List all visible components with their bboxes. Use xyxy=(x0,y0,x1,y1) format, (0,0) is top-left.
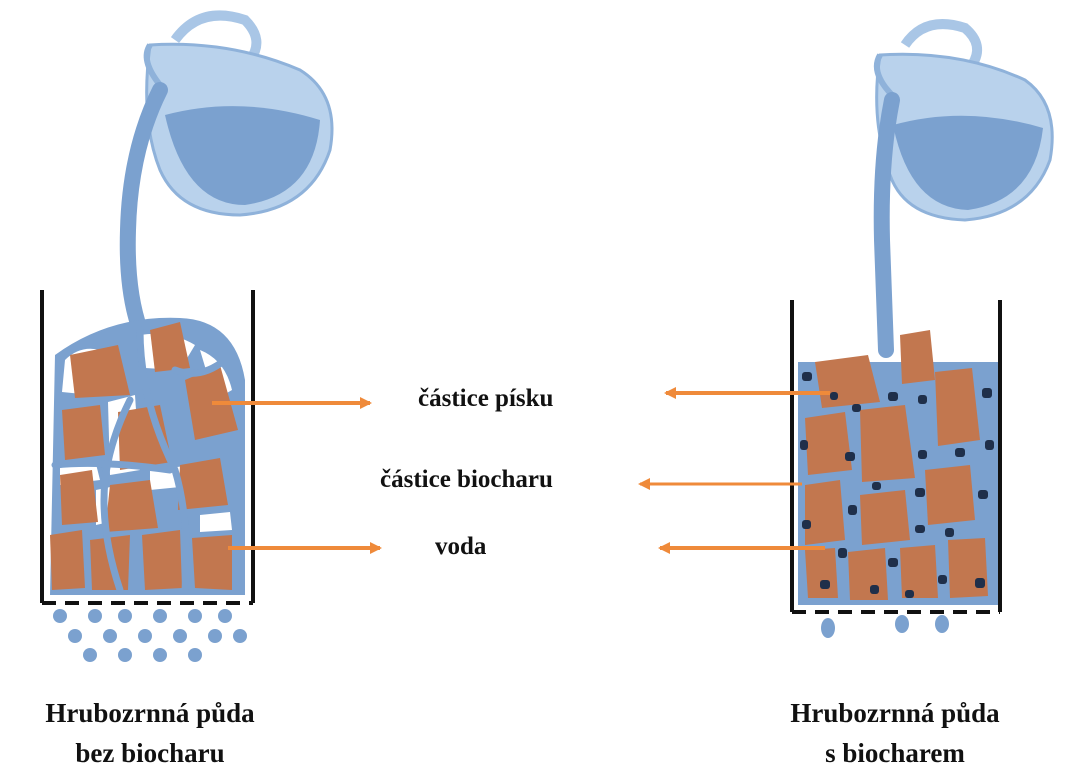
right-biochar-particle xyxy=(848,505,857,515)
right-biochar-particle xyxy=(915,488,925,497)
caption-right: Hrubozrnná půda s biocharem xyxy=(745,693,1045,773)
left-sand-particle xyxy=(50,530,85,590)
right-biochar-particle xyxy=(802,520,811,529)
right-biochar-particle xyxy=(830,392,838,400)
right-biochar-particle xyxy=(938,575,947,584)
right-sand-particle xyxy=(848,548,888,600)
label-biochar-particles: částice biocharu xyxy=(380,466,553,494)
left-sand-particle xyxy=(192,535,232,590)
right-biochar-particle xyxy=(985,440,994,450)
right-biochar-particle xyxy=(888,558,898,567)
right-biochar-particle xyxy=(852,404,861,412)
right-sand-particle xyxy=(900,545,938,598)
right-biochar-particle xyxy=(845,452,855,461)
right-biochar-particle xyxy=(872,482,881,490)
right-sand-particle xyxy=(805,548,838,598)
left-sand-particle xyxy=(105,480,158,532)
right-biochar-particle xyxy=(870,585,879,594)
right-scene xyxy=(792,24,1052,638)
right-biochar-particle xyxy=(915,525,925,533)
right-sand-particle xyxy=(948,538,988,598)
right-biochar-particle xyxy=(918,395,927,404)
right-jug-icon xyxy=(877,24,1053,220)
right-biochar-particle xyxy=(905,590,914,598)
right-biochar-particle xyxy=(820,580,830,589)
left-sand-particle xyxy=(60,470,98,525)
caption-right-line2: s biocharem xyxy=(745,733,1045,773)
right-biochar-particle xyxy=(800,440,808,450)
right-biochar-particle xyxy=(945,528,954,537)
right-biochar-particle xyxy=(982,388,992,398)
left-scene xyxy=(42,16,332,663)
right-water-stream xyxy=(882,100,892,350)
caption-right-line1: Hrubozrnná půda xyxy=(745,693,1045,733)
label-sand-particles: částice písku xyxy=(418,385,553,413)
right-sand-particle xyxy=(935,368,980,446)
left-sand-particle xyxy=(142,530,182,590)
left-sand-particle xyxy=(62,405,105,460)
caption-left-line2: bez biocharu xyxy=(0,733,300,773)
caption-left-line1: Hrubozrnná půda xyxy=(0,693,300,733)
right-sand-particle xyxy=(925,465,975,525)
left-jug-icon xyxy=(147,16,332,216)
right-sand-particle xyxy=(900,330,935,384)
right-soil xyxy=(798,330,998,605)
label-water: voda xyxy=(435,533,486,561)
right-sand-particle xyxy=(805,412,852,475)
caption-left: Hrubozrnná půda bez biocharu xyxy=(0,693,300,773)
right-biochar-particle xyxy=(838,548,847,558)
right-sand-particle xyxy=(860,490,910,545)
right-sand-particle xyxy=(805,480,845,545)
left-soil xyxy=(50,318,245,595)
right-biochar-particle xyxy=(955,448,965,457)
right-water-drops xyxy=(821,615,949,638)
right-biochar-particle xyxy=(918,450,927,459)
right-biochar-particle xyxy=(888,392,898,401)
right-biochar-particle xyxy=(975,578,985,588)
right-biochar-particle xyxy=(978,490,988,499)
left-water-drops xyxy=(53,609,247,662)
right-biochar-particle xyxy=(802,372,812,381)
